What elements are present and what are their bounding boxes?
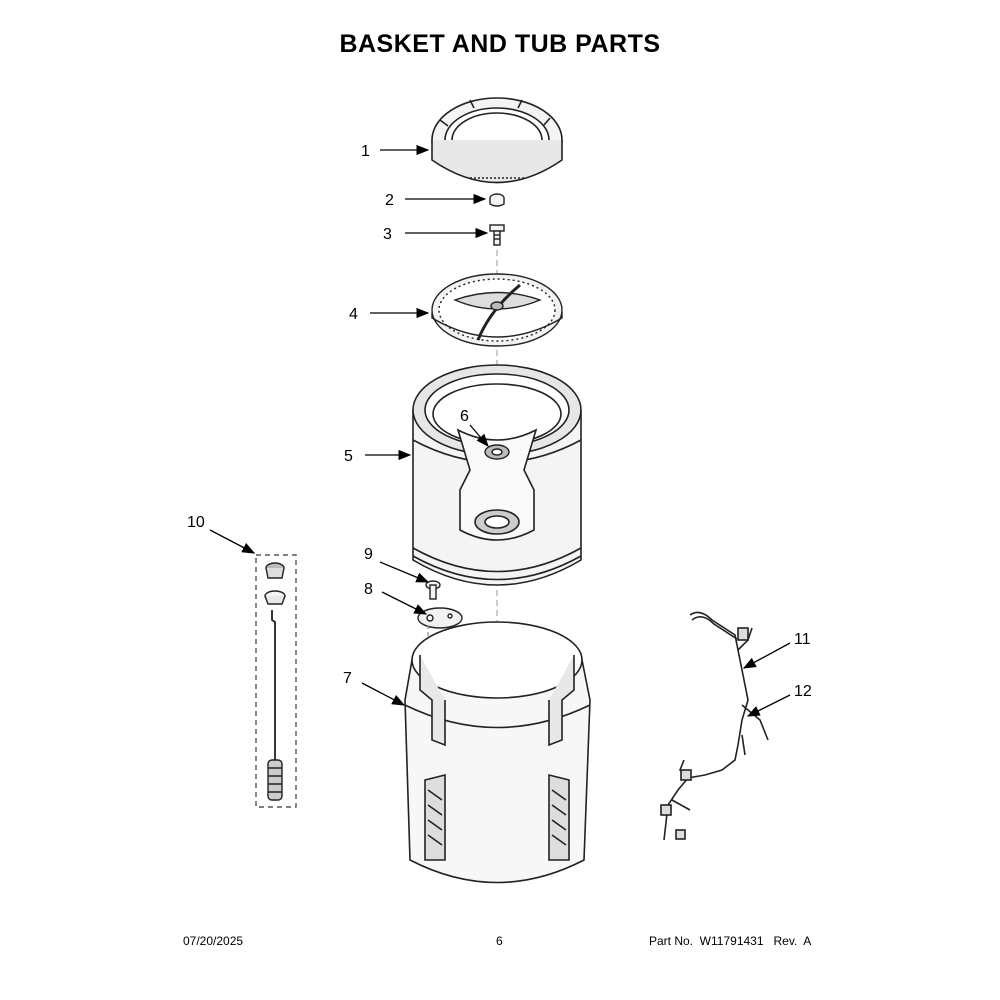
arrow-11 [742,642,791,669]
arrow-12 [746,694,791,717]
callout-4: 4 [349,306,358,323]
arrow-9 [379,561,430,583]
bolt-drawing[interactable] [489,224,505,246]
callout-6: 6 [460,408,469,425]
callout-7: 7 [343,670,352,687]
wash-basket-drawing[interactable] [412,364,582,586]
page-title: BASKET AND TUB PARTS [339,30,661,58]
outer-tub-drawing[interactable] [404,621,591,884]
cap-drawing[interactable] [489,193,505,207]
suspension-rod-kit-drawing[interactable] [255,554,297,808]
wire-harness-drawing[interactable] [660,611,769,841]
arrow-7 [361,682,406,706]
callout-5: 5 [344,448,353,465]
callout-12: 12 [794,683,812,700]
footer-date: 07/20/2025 [183,934,244,948]
screw-drawing[interactable] [425,580,441,600]
arrow-6 [469,424,489,447]
hub-seal-drawing[interactable] [484,444,510,460]
balance-ring-drawing[interactable] [431,97,563,184]
impeller-drawing[interactable] [431,273,563,347]
callout-9: 9 [364,546,373,563]
callout-10: 10 [187,514,205,531]
callout-3: 3 [383,226,392,243]
callout-1: 1 [361,143,370,160]
callout-8: 8 [364,581,373,598]
callout-arrows [209,144,791,717]
callout-2: 2 [385,192,394,209]
footer-page-number: 6 [496,934,503,948]
arrow-8 [381,591,428,615]
callout-11: 11 [794,631,811,648]
footer-part-number: Part No. W11791431 Rev. A [649,934,812,948]
arrow-10 [209,529,256,554]
